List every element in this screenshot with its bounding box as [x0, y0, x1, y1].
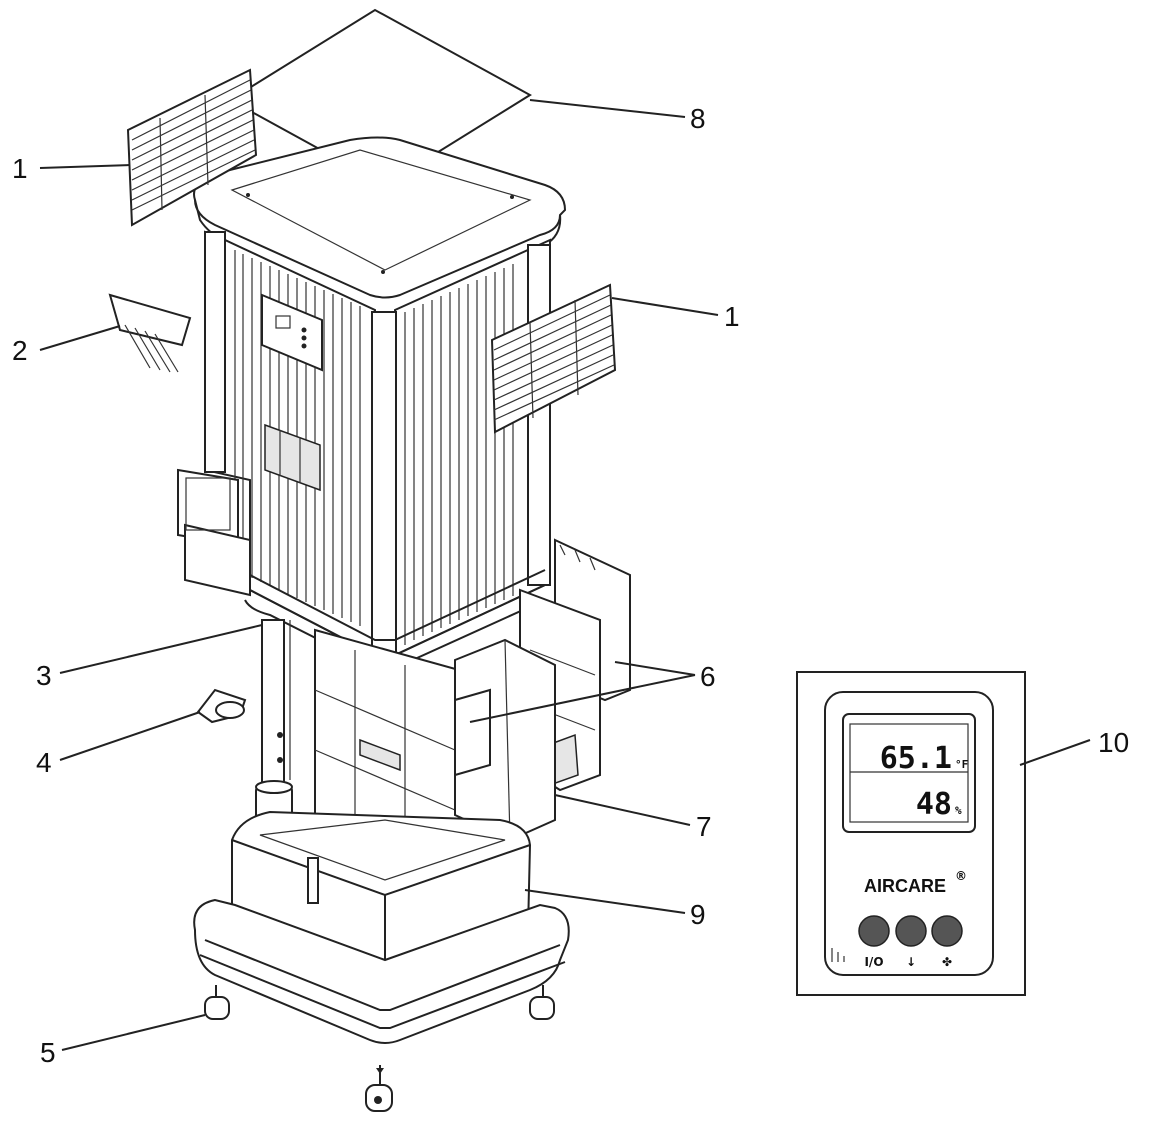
- callout-6: 6: [700, 661, 716, 692]
- caster-bottom: [365, 1065, 393, 1112]
- side-grille-right: [490, 283, 617, 434]
- brand-logo: AIRCARE: [864, 876, 946, 896]
- callout-3: 3: [36, 660, 52, 691]
- down-arrow-icon: ↓: [906, 955, 916, 969]
- water-reservoir-box: [454, 638, 556, 842]
- caster-left: [204, 985, 230, 1020]
- caster-wheels: [204, 985, 555, 1112]
- callout-8: 8: [690, 103, 706, 134]
- base-tray: [193, 898, 570, 1044]
- humidity-readout: 48: [916, 787, 952, 822]
- callout-4: 4: [36, 747, 52, 778]
- callout-1-right: 1: [724, 301, 740, 332]
- remote-control-panel: 65.1 °F 48 % AIRCARE ® I/O ↓ ✤: [796, 671, 1026, 996]
- callout-2: 2: [12, 335, 28, 366]
- remote-speaker-dots: [831, 948, 845, 962]
- callout-9: 9: [690, 899, 706, 930]
- leader-lines: [39, 99, 1091, 1051]
- mode-button: [895, 915, 927, 947]
- propeller-icon: ✤: [942, 955, 952, 969]
- callout-7: 7: [696, 811, 712, 842]
- brand-mark: ®: [955, 869, 967, 883]
- base-tank: [231, 810, 532, 962]
- caster-right: [529, 985, 555, 1020]
- callout-5: 5: [40, 1037, 56, 1068]
- fan-button: [931, 915, 963, 947]
- power-button: [858, 915, 890, 947]
- water-pipe-pump: [255, 619, 293, 828]
- callout-1-left: 1: [12, 153, 28, 184]
- humidity-unit: %: [955, 804, 962, 817]
- pipe-clamp: [196, 688, 247, 724]
- side-bracket: [177, 468, 251, 597]
- power-icon: I/O: [864, 955, 883, 969]
- remote-buttons: I/O ↓ ✤: [858, 915, 963, 969]
- temperature-readout: 65.1: [880, 741, 952, 776]
- side-grille-left: [126, 68, 258, 227]
- callout-labels: 1 1 2 3 4 5 6 7 8 9 10: [12, 103, 1129, 1068]
- callout-10: 10: [1098, 727, 1129, 758]
- louver-blade: [108, 293, 192, 373]
- lcd-screen: 65.1 °F 48 %: [880, 741, 969, 822]
- temperature-unit: °F: [955, 758, 968, 771]
